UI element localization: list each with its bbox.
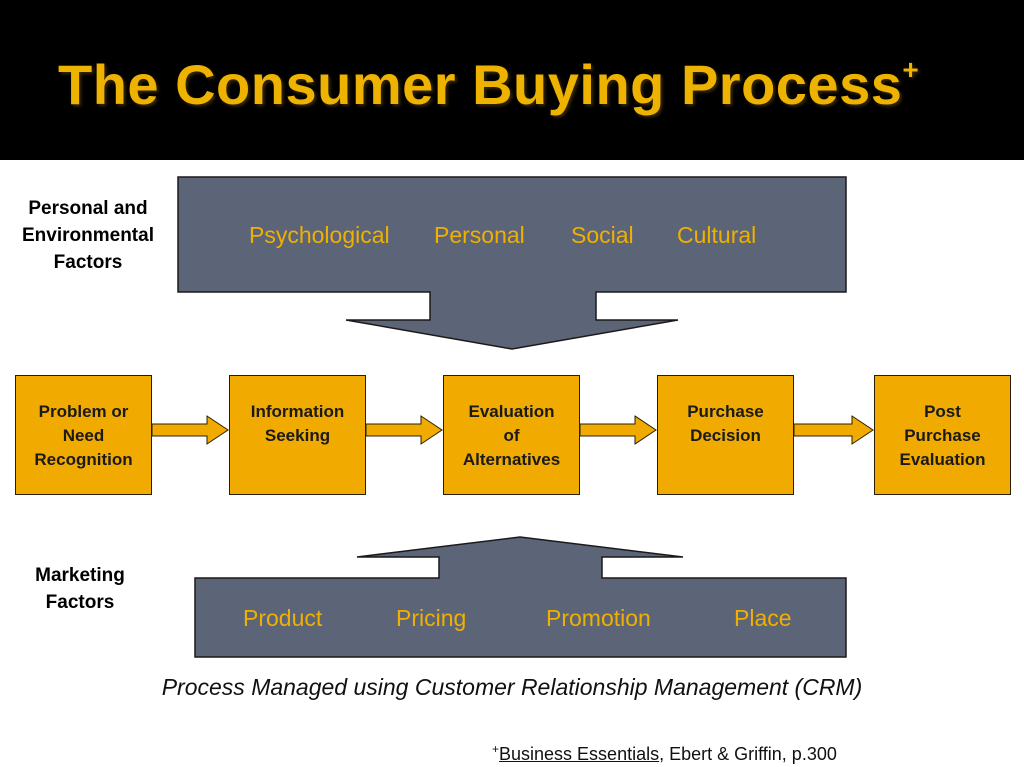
factor-personal: Personal bbox=[434, 222, 525, 248]
factor-promotion: Promotion bbox=[546, 605, 651, 631]
personal-factors-arrow bbox=[177, 176, 847, 350]
stage-arrow-1 bbox=[151, 415, 229, 445]
title-bar: The Consumer Buying Process+ bbox=[0, 0, 1024, 160]
slide-title: The Consumer Buying Process+ bbox=[58, 53, 920, 116]
citation-marker: + bbox=[492, 742, 500, 756]
title-marker: + bbox=[902, 54, 920, 85]
factor-psychological: Psychological bbox=[249, 222, 390, 248]
factor-product: Product bbox=[243, 605, 323, 631]
factor-place: Place bbox=[734, 605, 792, 631]
citation: +Business Essentials, Ebert & Griffin, p… bbox=[492, 742, 837, 765]
personal-environmental-label: Personal and Environmental Factors bbox=[22, 198, 154, 273]
crm-note: Process Managed using Customer Relations… bbox=[161, 674, 863, 700]
marketing-factors-label: Marketing Factors bbox=[35, 565, 125, 613]
citation-book: Business Essentials bbox=[499, 744, 660, 764]
stage-arrow-4 bbox=[793, 415, 874, 445]
marketing-factors-arrow bbox=[194, 536, 847, 658]
factor-pricing: Pricing bbox=[396, 605, 467, 631]
citation-rest: , Ebert & Griffin, p.300 bbox=[659, 744, 837, 764]
factor-social: Social bbox=[571, 222, 634, 248]
stage-arrow-3 bbox=[579, 415, 657, 445]
stage-arrow-2 bbox=[365, 415, 443, 445]
factor-cultural: Cultural bbox=[677, 222, 757, 248]
